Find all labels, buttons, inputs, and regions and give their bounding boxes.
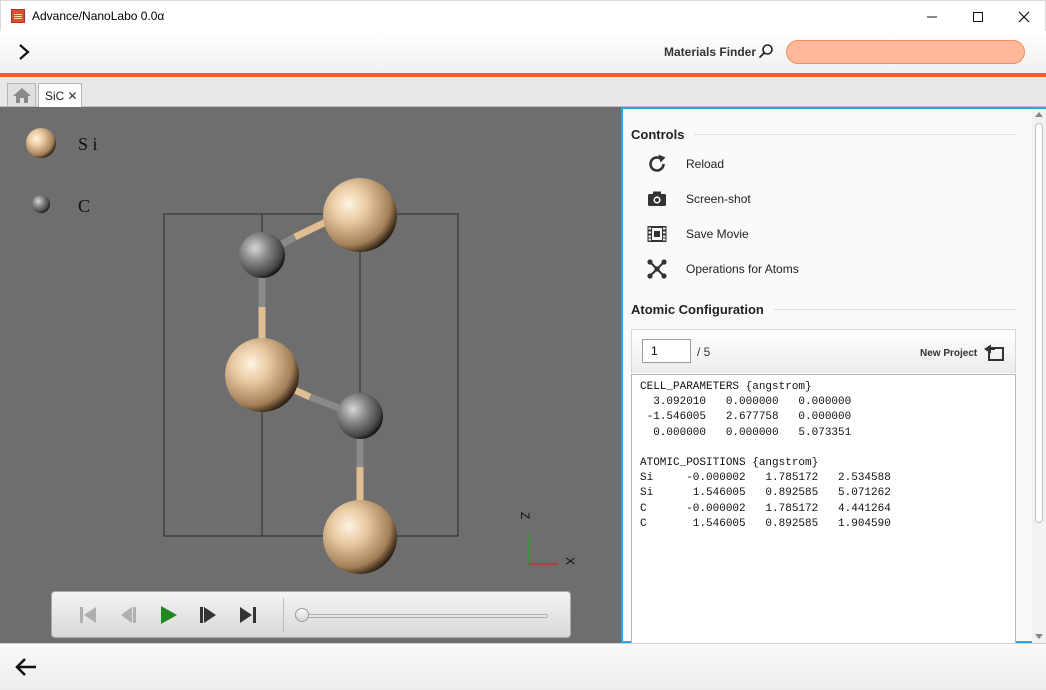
axis-gizmo: Z X bbox=[518, 512, 577, 565]
step-back-icon bbox=[121, 607, 136, 623]
frame-number-input[interactable] bbox=[642, 339, 691, 363]
atom-si[interactable] bbox=[323, 500, 397, 574]
section-divider bbox=[695, 134, 1015, 135]
operations-label: Operations for Atoms bbox=[686, 262, 799, 276]
legend-c-label: C bbox=[78, 196, 90, 216]
maximize-icon bbox=[973, 11, 983, 22]
controls-panel: Controls Reload Screen-shot Save Movie O… bbox=[621, 107, 1046, 646]
bottom-bar bbox=[0, 643, 1046, 690]
tab-close-button[interactable]: ✕ bbox=[67, 88, 78, 103]
legend-si-swatch bbox=[26, 128, 56, 158]
film-icon bbox=[645, 222, 669, 246]
back-button[interactable] bbox=[14, 657, 38, 680]
search-icon bbox=[758, 44, 773, 59]
configuration-toolbar: / 5 New Project bbox=[631, 329, 1016, 373]
app-logo-icon bbox=[11, 9, 25, 23]
materials-search-input[interactable] bbox=[786, 40, 1025, 64]
title-bar: Advance/NanoLabo 0.0α bbox=[0, 0, 1046, 31]
axis-z-label: Z bbox=[518, 512, 532, 519]
search-button[interactable] bbox=[758, 43, 774, 62]
controls-title: Controls bbox=[631, 127, 685, 142]
save-movie-label: Save Movie bbox=[686, 227, 749, 241]
accent-bar bbox=[0, 73, 1046, 77]
frame-slider-thumb[interactable] bbox=[295, 608, 309, 622]
atom-si[interactable] bbox=[225, 338, 299, 412]
minimize-button[interactable] bbox=[909, 1, 955, 32]
save-movie-button[interactable]: Save Movie bbox=[645, 222, 925, 246]
scrollbar-thumb[interactable] bbox=[1035, 123, 1043, 523]
structure-viewer[interactable]: S i C Z X bbox=[0, 107, 621, 643]
reload-icon bbox=[645, 152, 669, 176]
player-divider bbox=[283, 598, 284, 632]
screenshot-label: Screen-shot bbox=[686, 192, 751, 206]
tab-home[interactable] bbox=[7, 83, 36, 106]
step-forward-icon bbox=[200, 607, 216, 623]
new-project-icon bbox=[984, 344, 1005, 361]
camera-icon bbox=[645, 187, 669, 211]
chevron-right-icon bbox=[19, 44, 30, 60]
arrow-left-icon bbox=[15, 658, 36, 676]
skip-first-icon bbox=[80, 607, 96, 623]
legend-si-label: S i bbox=[78, 134, 98, 154]
section-divider bbox=[775, 309, 1015, 310]
skip-last-icon bbox=[240, 607, 256, 623]
atomic-configuration-title: Atomic Configuration bbox=[631, 302, 764, 317]
molecule-canvas[interactable]: S i C Z X bbox=[0, 107, 621, 643]
operations-for-atoms-button[interactable]: Operations for Atoms bbox=[645, 257, 925, 281]
previous-frame-button[interactable] bbox=[117, 604, 141, 628]
axis-x-label: X bbox=[563, 557, 577, 565]
new-project-label: New Project bbox=[920, 347, 978, 359]
atom-c[interactable] bbox=[239, 232, 285, 278]
play-icon bbox=[161, 606, 177, 624]
panel-scrollbar[interactable] bbox=[1032, 109, 1046, 643]
scroll-down-arrow-icon[interactable] bbox=[1035, 634, 1043, 639]
playback-bar bbox=[51, 591, 571, 638]
expand-menu-button[interactable] bbox=[15, 43, 33, 64]
frame-total: / 5 bbox=[697, 345, 711, 359]
home-icon bbox=[12, 87, 31, 103]
close-icon bbox=[1018, 11, 1030, 22]
atomic-configuration-text[interactable]: CELL_PARAMETERS {angstrom} 3.092010 0.00… bbox=[631, 374, 1016, 646]
new-project-button[interactable]: New Project bbox=[920, 344, 1005, 362]
minimize-icon bbox=[927, 16, 937, 17]
first-frame-button[interactable] bbox=[77, 604, 101, 628]
close-window-button[interactable] bbox=[1001, 1, 1046, 32]
scroll-up-arrow-icon[interactable] bbox=[1035, 112, 1043, 117]
play-button[interactable] bbox=[157, 604, 181, 628]
reload-button[interactable]: Reload bbox=[645, 152, 925, 176]
frame-slider[interactable] bbox=[298, 614, 548, 618]
tab-sic[interactable]: SiC ✕ bbox=[38, 83, 82, 107]
unit-cell bbox=[163, 213, 459, 537]
legend-c-swatch bbox=[32, 195, 50, 213]
materials-finder-label: Materials Finder bbox=[664, 45, 757, 59]
last-frame-button[interactable] bbox=[237, 604, 261, 628]
screenshot-button[interactable]: Screen-shot bbox=[645, 187, 925, 211]
tab-label: SiC bbox=[45, 88, 65, 103]
atoms-icon bbox=[645, 257, 669, 281]
tab-strip: SiC ✕ bbox=[0, 77, 1046, 107]
atom-c[interactable] bbox=[337, 393, 383, 439]
reload-label: Reload bbox=[686, 157, 725, 171]
top-toolbar: Materials Finder bbox=[0, 31, 1046, 73]
window-title: Advance/NanoLabo 0.0α bbox=[32, 9, 165, 23]
maximize-button[interactable] bbox=[955, 1, 1001, 32]
atom-si[interactable] bbox=[323, 178, 397, 252]
next-frame-button[interactable] bbox=[197, 604, 221, 628]
